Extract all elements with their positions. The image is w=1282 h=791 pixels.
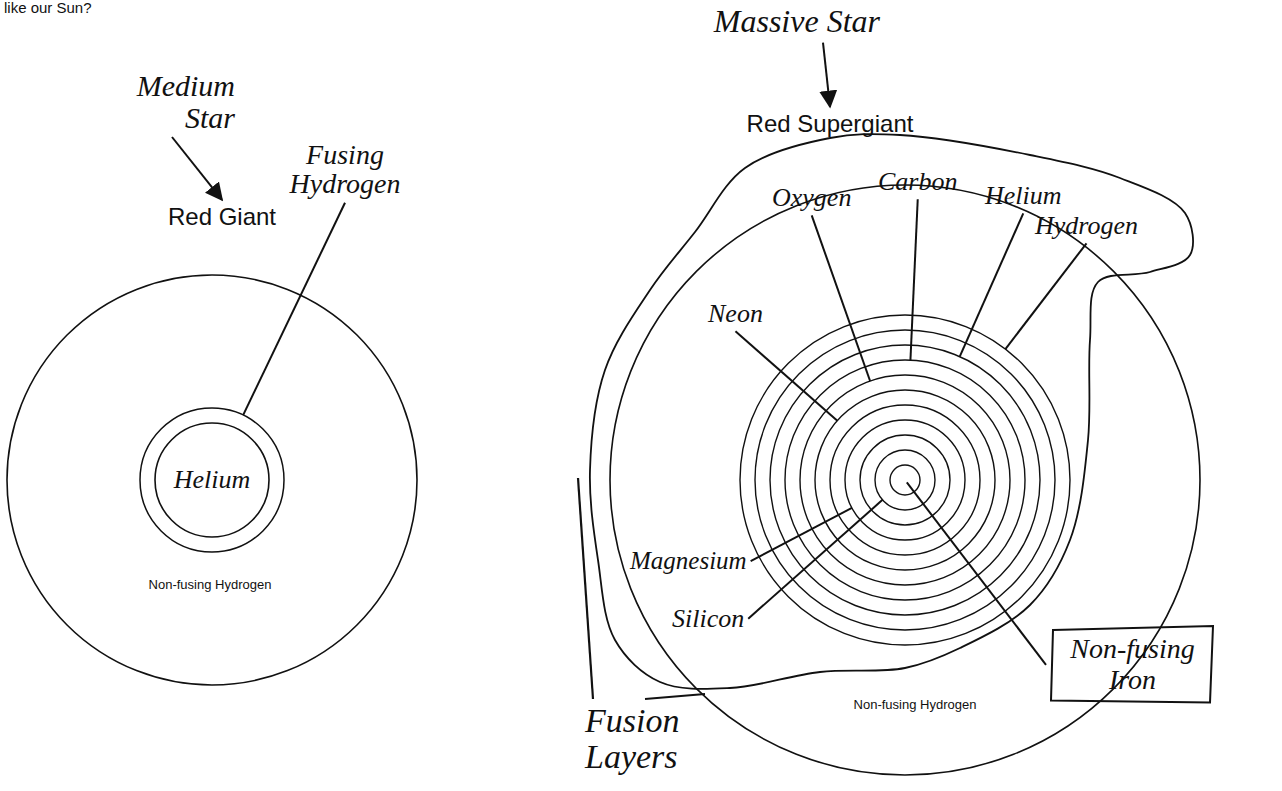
leader-line xyxy=(1005,243,1086,349)
pointer-arrow xyxy=(823,43,830,107)
region-label: Non-fusing Hydrogen xyxy=(149,578,272,592)
fusion-shell-ring xyxy=(740,315,1070,645)
handwritten-label: Massive Star xyxy=(690,5,880,39)
leader-line xyxy=(812,215,870,381)
box-outline xyxy=(1051,626,1213,703)
question-text: like our Sun? xyxy=(4,0,92,16)
fusion-shell-ring xyxy=(890,465,920,495)
leader-line xyxy=(960,213,1024,356)
core-label: Non-fusing Iron xyxy=(1060,634,1205,696)
star-heading: Red Supergiant xyxy=(747,111,914,137)
leader-line xyxy=(578,478,593,699)
fusion-shell-ring xyxy=(845,420,965,540)
region-label: Non-fusing Hydrogen xyxy=(854,698,977,712)
fusing-shell-ring xyxy=(140,408,284,552)
fusion-shell-ring xyxy=(770,345,1040,615)
handwritten-label: Fusing Hydrogen xyxy=(260,140,430,199)
leader-line xyxy=(645,694,705,699)
circle-outline xyxy=(7,275,417,685)
layer-label: Carbon xyxy=(878,168,957,195)
handwritten-label: Fusion Layers xyxy=(585,703,715,774)
layer-label: Helium xyxy=(985,182,1062,209)
circle-outline xyxy=(155,423,269,537)
fusion-shell-ring xyxy=(815,390,995,570)
iron-core-box: Non-fusing Iron xyxy=(1050,625,1215,705)
helium-core: Helium xyxy=(155,423,269,537)
leader-line xyxy=(243,203,345,415)
fusion-shell-ring xyxy=(860,435,950,525)
layer-label: Neon xyxy=(708,300,763,327)
supergiant-shells xyxy=(740,315,1070,645)
pointer-arrow xyxy=(172,137,222,200)
core-label: Helium xyxy=(174,466,251,495)
layer-label: Oxygen xyxy=(772,184,851,211)
fusion-shell-ring xyxy=(785,360,1025,600)
layer-label: Silicon xyxy=(672,605,744,632)
fusion-shell-ring xyxy=(800,375,1010,585)
leader-line xyxy=(735,331,837,420)
handwritten-label: Medium Star xyxy=(95,70,235,133)
leader-line xyxy=(910,199,917,360)
layer-label: Magnesium xyxy=(630,548,747,574)
leader-line xyxy=(751,508,852,561)
leader-line xyxy=(748,500,882,619)
red-giant-star: Red GiantNon-fusing HydrogenHelium xyxy=(7,275,417,685)
hand-drawn-marks xyxy=(172,43,1193,699)
fusion-shell-ring xyxy=(830,405,980,555)
fusion-shell-ring xyxy=(875,450,935,510)
fusion-layers-outline xyxy=(590,134,1193,689)
fusion-shell-ring xyxy=(755,330,1055,630)
red-giant-shells xyxy=(140,408,284,552)
star-heading: Red Giant xyxy=(168,204,276,230)
leader-line xyxy=(907,482,1046,664)
layer-label: Hydrogen xyxy=(1035,212,1138,239)
